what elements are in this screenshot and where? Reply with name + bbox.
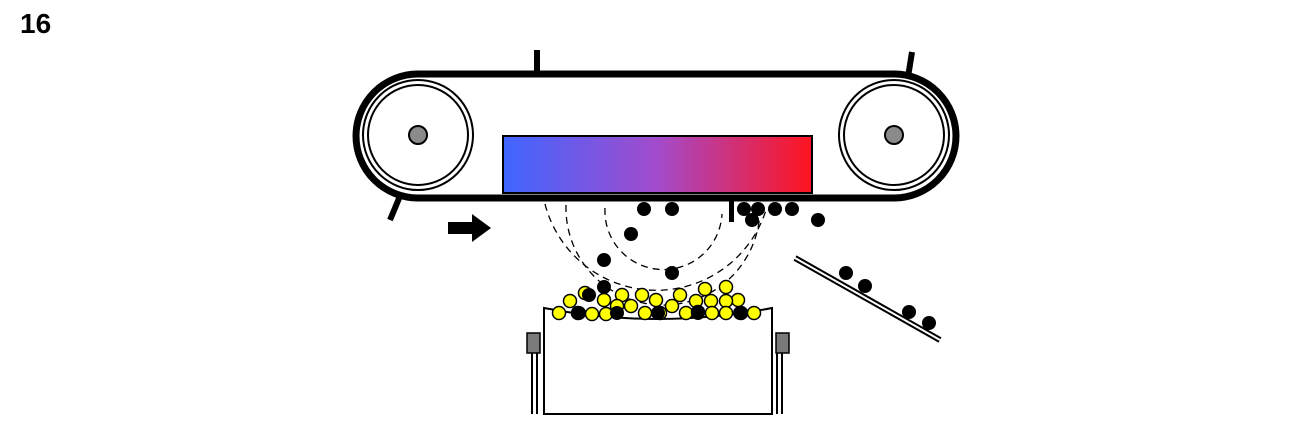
magnetic-particle xyxy=(858,279,872,293)
nonmagnetic-particle xyxy=(672,287,688,303)
magnetic-particle xyxy=(811,213,825,227)
nonmagnetic-particle xyxy=(746,305,762,321)
magnetic-particle xyxy=(922,316,936,330)
magnetic-particle xyxy=(733,306,747,320)
magnetic-particle xyxy=(624,227,638,241)
figure-number: 16 xyxy=(20,8,52,39)
magnetic-particle xyxy=(768,202,782,216)
nonmagnetic-particle xyxy=(596,292,612,308)
magnetic-particle xyxy=(582,288,596,302)
nonmagnetic-particle xyxy=(637,305,653,321)
nonmagnetic-particle xyxy=(678,305,694,321)
nonmagnetic-particle xyxy=(718,279,734,295)
nonmagnetic-particle xyxy=(584,306,600,322)
belt-cleat-bottom-left xyxy=(387,194,403,222)
magnetic-particle xyxy=(785,202,799,216)
magnetic-particle xyxy=(610,306,624,320)
discharge-chute xyxy=(793,255,942,343)
magnetic-particle xyxy=(665,202,679,216)
magnetic-particle xyxy=(691,306,705,320)
nonmagnetic-particle xyxy=(648,292,664,308)
magnet-block xyxy=(502,135,813,194)
nonmagnetic-particle xyxy=(551,305,567,321)
left-pulley xyxy=(362,79,474,191)
collection-bin xyxy=(543,306,773,415)
nonmagnetic-particle xyxy=(634,287,650,303)
magnetic-particle xyxy=(597,280,611,294)
magnetic-particle xyxy=(751,202,765,216)
nonmagnetic-particle xyxy=(718,293,734,309)
belt-cleat-top-right xyxy=(905,51,915,78)
magnetic-particle xyxy=(839,266,853,280)
magnetic-particle xyxy=(902,305,916,319)
magnetic-particle xyxy=(572,306,586,320)
nonmagnetic-particle xyxy=(697,281,713,297)
right-arrow-icon xyxy=(448,214,491,242)
magnetic-particles xyxy=(572,202,936,330)
nonmagnetic-particle xyxy=(664,298,680,314)
divider-post xyxy=(729,200,734,222)
nonmagnetic-particle xyxy=(730,292,746,308)
nonmagnetic-particle xyxy=(623,298,639,314)
nonmagnetic-particle xyxy=(703,293,719,309)
bin-post-right xyxy=(775,332,790,414)
magnetic-particle xyxy=(597,253,611,267)
magnetic-particle xyxy=(737,202,751,216)
nonmagnetic-particle xyxy=(562,293,578,309)
right-pulley xyxy=(838,79,950,191)
magnetic-particle xyxy=(665,266,679,280)
bin-post-left xyxy=(526,332,541,414)
nonmagnetic-particle xyxy=(704,305,720,321)
nonmagnetic-particle xyxy=(718,305,734,321)
magnetic-particle xyxy=(637,202,651,216)
magnetic-field-lines xyxy=(544,203,767,306)
magnetic-particle xyxy=(651,306,665,320)
magnetic-particle xyxy=(745,213,759,227)
conveyor-belt xyxy=(352,70,960,202)
